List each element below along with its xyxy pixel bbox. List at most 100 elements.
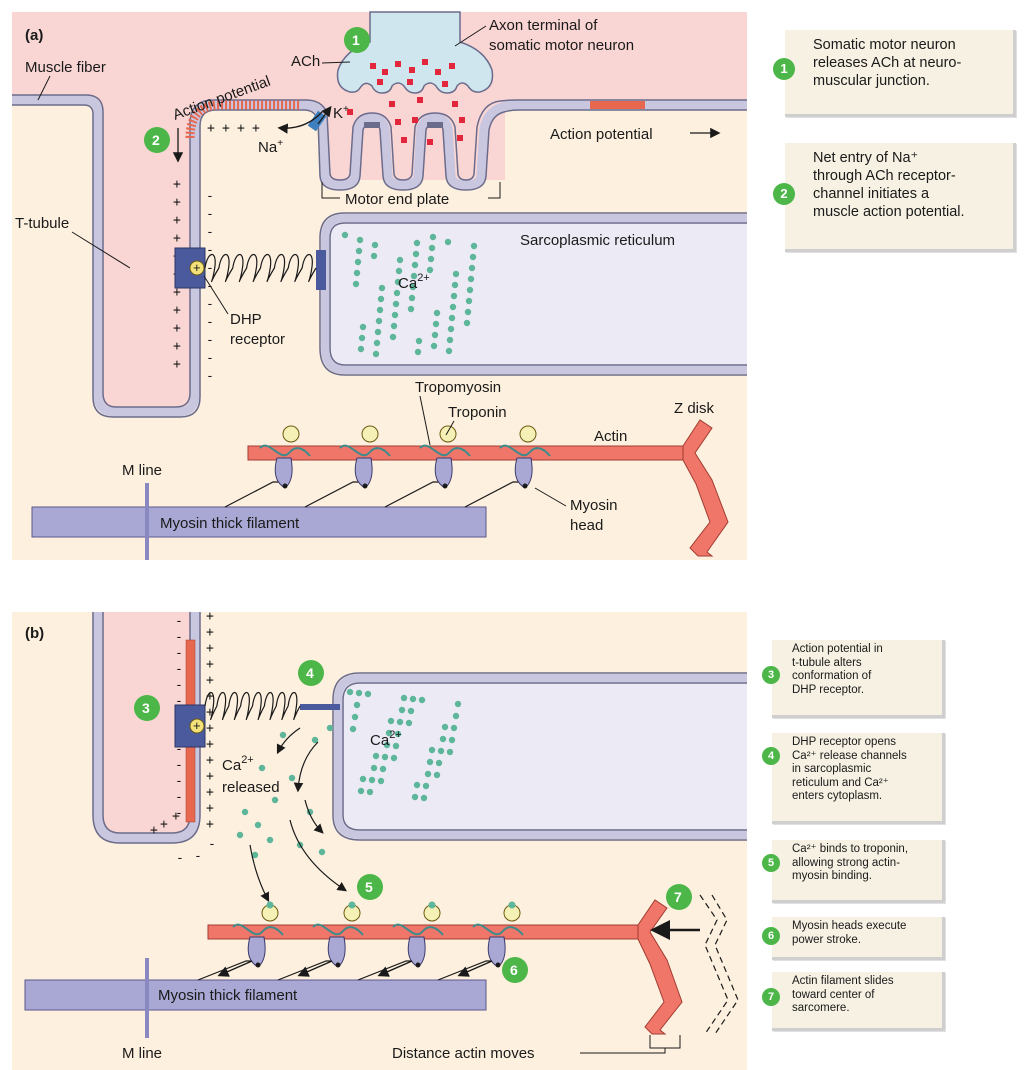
step-badge-6: 6 <box>502 957 528 983</box>
calcium-ion <box>371 241 379 249</box>
ach-label: ACh <box>291 53 320 70</box>
charge-sign: - <box>175 630 183 645</box>
charge-sign: + <box>206 817 214 832</box>
charge-sign: - <box>206 369 214 384</box>
calcium-ion <box>378 284 386 292</box>
bound-calcium-ion <box>348 901 356 909</box>
power-stroke-arrow <box>297 960 333 977</box>
charge-sign: - <box>208 837 216 852</box>
myosin-head-label-line1: Myosin <box>570 497 618 514</box>
axon-terminal-label-line1: Axon terminal of <box>489 17 598 34</box>
ach-molecule <box>435 69 441 75</box>
na-ion-label: Na+ <box>258 138 283 156</box>
troponin <box>361 425 379 443</box>
actin-label: Actin <box>594 428 627 445</box>
myosin-head-label-line2: head <box>570 517 603 534</box>
calcium-ion <box>415 337 423 345</box>
calcium-ion <box>427 255 435 263</box>
t-tubule-leader <box>71 231 131 269</box>
z-disk-original-position <box>699 894 739 1035</box>
calcium-ion <box>279 731 287 739</box>
t-tubule-lumen-b <box>98 612 195 838</box>
calcium-ion <box>449 303 457 311</box>
ach-molecule <box>395 119 401 125</box>
calcium-ion <box>355 247 363 255</box>
charge-sign: + <box>206 657 214 672</box>
svg-text:7: 7 <box>674 889 682 905</box>
step-5-badge: 5 <box>762 854 780 872</box>
step-1-text: Somatic motor neuron releases ACh at neu… <box>813 37 962 89</box>
calcium-ion <box>359 323 367 331</box>
z-disk-label: Z disk <box>674 400 715 417</box>
charge-sign: + <box>206 785 214 800</box>
calcium-ion <box>429 233 437 241</box>
charge-sign: + <box>160 817 168 832</box>
step-7-callout: 7 Actin filament slides toward center of… <box>762 972 945 1031</box>
calcium-ion <box>385 729 393 737</box>
calcium-ion <box>355 689 363 697</box>
panel-b-tag: (b) <box>25 625 44 642</box>
z-disk <box>682 419 729 557</box>
troponin <box>439 425 457 443</box>
calcium-ion <box>454 700 462 708</box>
sarcoplasmic-reticulum-b <box>334 674 747 839</box>
calcium-ion <box>418 696 426 704</box>
calcium-ion <box>411 261 419 269</box>
calcium-ion <box>392 300 400 308</box>
muscle-fiber-label: Muscle fiber <box>25 59 106 76</box>
step-5-text: Ca²⁺ binds to troponin, allowing strong … <box>792 843 909 882</box>
ach-molecule <box>427 139 433 145</box>
calcium-ion <box>373 339 381 347</box>
calcium-ion <box>236 831 244 839</box>
calcium-ion <box>366 788 374 796</box>
calcium-ion <box>341 231 349 239</box>
calcium-ion <box>379 765 387 773</box>
charge-sign: - <box>206 315 214 330</box>
dhp-label-line1: DHP <box>230 311 262 328</box>
calcium-ion <box>356 236 364 244</box>
charge-sign: + <box>206 673 214 688</box>
calcium-ion <box>372 350 380 358</box>
m-line-label-b: M line <box>122 1045 162 1062</box>
power-stroke-arrow <box>377 960 413 977</box>
troponin <box>282 425 300 443</box>
calcium-ion <box>288 774 296 782</box>
calcium-ion <box>389 333 397 341</box>
charge-sign: + <box>206 753 214 768</box>
ach-molecule <box>389 101 395 107</box>
calcium-ion <box>376 306 384 314</box>
k-ion-label: K+ <box>333 104 349 122</box>
calcium-ion <box>383 741 391 749</box>
t-tubule-label: T-tubule <box>15 215 69 232</box>
ach-molecule <box>457 135 463 141</box>
step-7-badge: 7 <box>762 988 780 1006</box>
calcium-ion <box>433 771 441 779</box>
step-2-text: Net entry of Na⁺ through ACh receptor- c… <box>813 150 965 220</box>
charge-sign: - <box>175 662 183 677</box>
axon-terminal-label-line2: somatic motor neuron <box>489 37 634 54</box>
calcium-ion <box>465 297 473 305</box>
charge-sign: - <box>206 297 214 312</box>
charge-sign: - <box>175 694 183 709</box>
calcium-ion <box>358 334 366 342</box>
calcium-ion <box>414 348 422 356</box>
calcium-ion <box>409 695 417 703</box>
axon-terminal-leader <box>454 25 487 47</box>
ca-release-channel-open <box>300 704 340 710</box>
myosin-thick-filament <box>31 506 487 538</box>
ach-molecule <box>412 117 418 123</box>
step-badge-2: 2 <box>144 127 170 153</box>
calcium-ion <box>354 258 362 266</box>
step-3-callout: 3 Action potential in t-tubule alters co… <box>762 640 945 718</box>
calcium-ion <box>271 796 279 804</box>
charge-sign: + <box>150 823 158 838</box>
calcium-ion <box>422 782 430 790</box>
charge-sign: + <box>206 721 214 736</box>
calcium-ion <box>407 305 415 313</box>
charge-sign: + <box>206 625 214 640</box>
calcium-ion <box>411 793 419 801</box>
panel-b: -------------+++++++++++++++++--- + 3 <box>12 609 747 1070</box>
m-line-label-a: M line <box>122 462 162 479</box>
charge-sign: - <box>175 614 183 629</box>
distance-leader <box>580 1048 666 1054</box>
